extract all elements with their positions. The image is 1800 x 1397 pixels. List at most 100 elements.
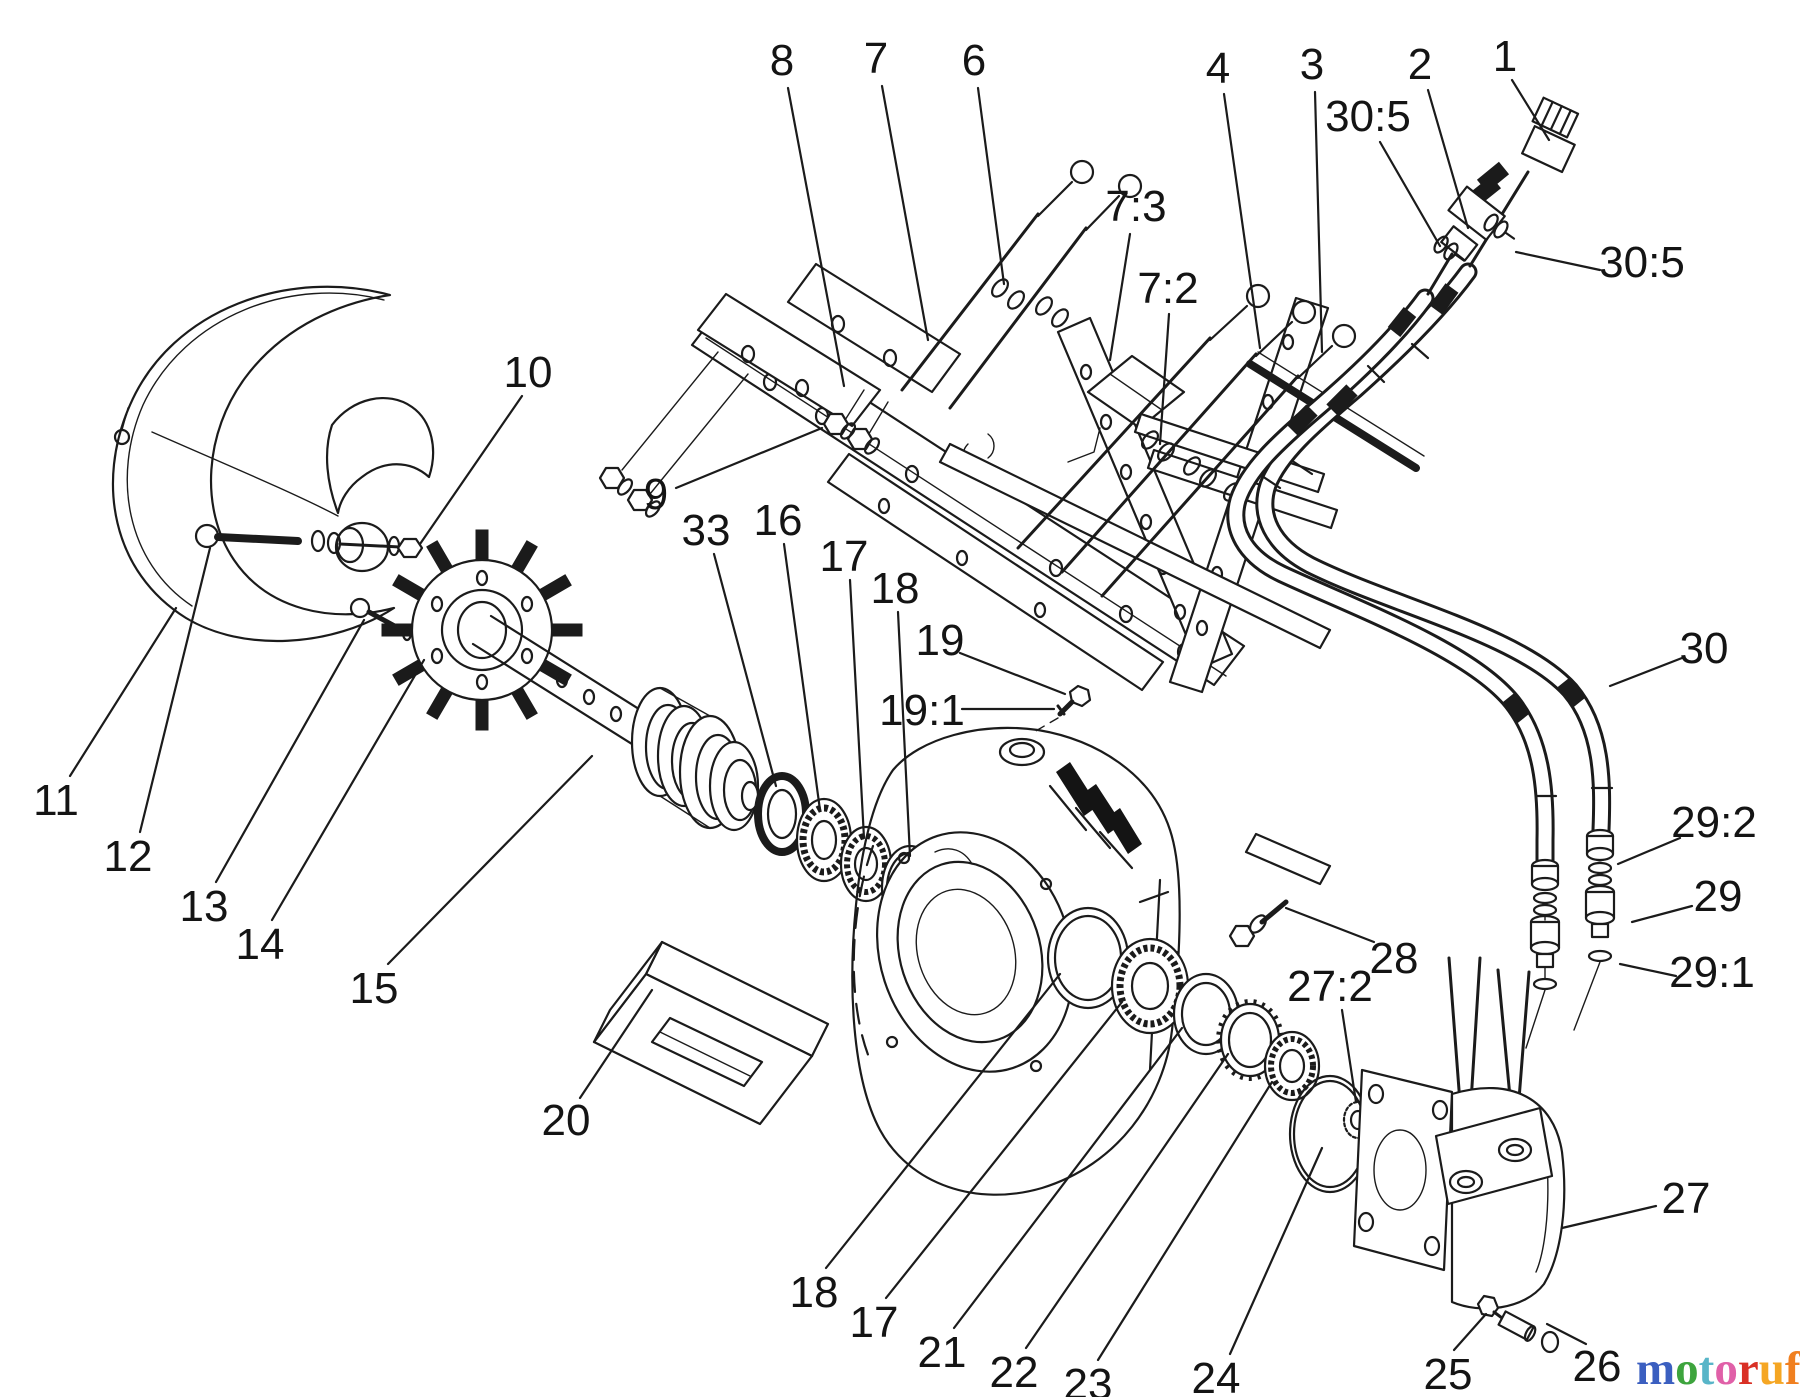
callout-25: 25 bbox=[1424, 1350, 1473, 1397]
fitting-stack-items-29 bbox=[1447, 828, 1616, 1184]
adapters-item-30-5 bbox=[1433, 213, 1516, 262]
leader-line-15 bbox=[386, 754, 594, 966]
leader-line-28 bbox=[1284, 906, 1376, 944]
leader-line-29 bbox=[1630, 904, 1694, 924]
leader-line-24 bbox=[1228, 1146, 1324, 1356]
leader-line-10 bbox=[418, 394, 524, 546]
callout-29-2: 29:2 bbox=[1671, 798, 1757, 847]
callout-23: 23 bbox=[1064, 1360, 1113, 1397]
leader-line-29-1 bbox=[1618, 962, 1678, 978]
leader-line-4 bbox=[1222, 92, 1262, 350]
leader-line-18a bbox=[896, 610, 912, 858]
shim-item-7-3 bbox=[1067, 354, 1186, 463]
mount-arm bbox=[592, 940, 830, 1126]
leader-line-26 bbox=[1545, 1322, 1588, 1346]
bolt-item-28 bbox=[1228, 832, 1332, 948]
bearing-item-23 bbox=[1263, 1030, 1321, 1102]
callout-27-2: 27:2 bbox=[1287, 962, 1373, 1011]
bolt-item-13 bbox=[349, 597, 413, 642]
leader-line-30 bbox=[1608, 656, 1684, 688]
hydraulic-motor bbox=[1288, 1068, 1566, 1354]
leader-line-3 bbox=[1313, 90, 1324, 354]
callout-2: 2 bbox=[1408, 40, 1432, 89]
leader-line-19 bbox=[958, 651, 1067, 696]
bearing-stack-lower bbox=[1046, 906, 1321, 1102]
leader-line-23 bbox=[1096, 1080, 1274, 1362]
callout-7-3: 7:3 bbox=[1105, 182, 1166, 231]
callout-8: 8 bbox=[770, 36, 794, 85]
callout-18b: 18 bbox=[790, 1268, 839, 1317]
callout-3: 3 bbox=[1300, 40, 1324, 89]
callout-28: 28 bbox=[1370, 934, 1419, 983]
leader-line-27-2 bbox=[1340, 1008, 1358, 1104]
nuts-item-9 bbox=[598, 351, 889, 518]
callout-26: 26 bbox=[1573, 1342, 1622, 1391]
callout-19: 19 bbox=[916, 616, 965, 665]
leader-line-6 bbox=[976, 86, 1006, 286]
leader-line-12 bbox=[138, 546, 212, 834]
callout-30-5b: 30:5 bbox=[1599, 238, 1685, 287]
leader-line-18b bbox=[824, 972, 1062, 1270]
pin-item-19-1 bbox=[1056, 704, 1066, 716]
callout-7: 7 bbox=[864, 34, 888, 83]
callout-19-1: 19:1 bbox=[879, 686, 965, 735]
plate-item-8 bbox=[696, 292, 882, 428]
callout-10: 10 bbox=[504, 348, 553, 397]
leader-line-30-5a bbox=[1378, 140, 1442, 248]
leader-line-25 bbox=[1452, 1312, 1488, 1352]
callout-17a: 17 bbox=[820, 532, 869, 581]
callout-1: 1 bbox=[1493, 32, 1517, 81]
callout-4: 4 bbox=[1206, 44, 1230, 93]
leader-line-2 bbox=[1426, 88, 1470, 230]
leader-line-17b bbox=[884, 1000, 1124, 1300]
callout-29-1: 29:1 bbox=[1669, 948, 1755, 997]
callout-6: 6 bbox=[962, 36, 986, 85]
leader-line-13 bbox=[214, 618, 366, 884]
leader-line-30-5b bbox=[1514, 250, 1602, 272]
leader-line-16 bbox=[782, 542, 822, 812]
drain-plug-items-25-26 bbox=[1476, 1294, 1560, 1354]
auger-blade bbox=[111, 285, 435, 643]
callout-30-5a: 30:5 bbox=[1325, 92, 1411, 141]
motor-flange bbox=[1352, 1068, 1454, 1272]
callout-14: 14 bbox=[236, 920, 285, 969]
leader-line-14 bbox=[270, 658, 426, 922]
callout-7-2: 7:2 bbox=[1137, 264, 1198, 313]
callout-20: 20 bbox=[542, 1096, 591, 1145]
leader-line-27 bbox=[1560, 1204, 1658, 1230]
leader-line-22 bbox=[1024, 1052, 1230, 1350]
callout-16: 16 bbox=[754, 496, 803, 545]
leader-line-8 bbox=[786, 86, 846, 388]
hydraulic-hoses bbox=[1226, 262, 1614, 872]
bearing-item-17b bbox=[1110, 937, 1190, 1035]
bearing-item-16 bbox=[795, 797, 853, 883]
bolts-item-6 bbox=[900, 159, 1143, 410]
leader-line-11 bbox=[68, 606, 178, 778]
callout-24: 24 bbox=[1192, 1354, 1241, 1397]
callout-12: 12 bbox=[104, 832, 153, 881]
leader-line-7 bbox=[880, 84, 930, 342]
nut-item-10 bbox=[396, 537, 424, 559]
leader-line-20 bbox=[578, 988, 654, 1100]
callout-30: 30 bbox=[1680, 624, 1729, 673]
leader-line-1 bbox=[1510, 78, 1551, 142]
leader-line-29-2 bbox=[1616, 836, 1682, 866]
callout-17b: 17 bbox=[850, 1298, 899, 1347]
sprocket bbox=[349, 529, 583, 731]
callout-33: 33 bbox=[682, 506, 731, 555]
leader-line-17a bbox=[848, 578, 866, 840]
callout-11: 11 bbox=[33, 776, 79, 825]
motoruf-logo: motoruf'.de bbox=[1636, 1343, 1800, 1395]
callout-15: 15 bbox=[350, 964, 399, 1013]
leader-line-9 bbox=[674, 426, 824, 490]
bolt-item-19 bbox=[1033, 684, 1092, 733]
callout-18a: 18 bbox=[871, 564, 920, 613]
leader-line-7-2 bbox=[1158, 312, 1171, 446]
leader-line-33 bbox=[712, 552, 778, 788]
callout-29: 29 bbox=[1694, 872, 1743, 921]
callout-21: 21 bbox=[918, 1328, 967, 1377]
callout-27: 27 bbox=[1662, 1174, 1711, 1223]
